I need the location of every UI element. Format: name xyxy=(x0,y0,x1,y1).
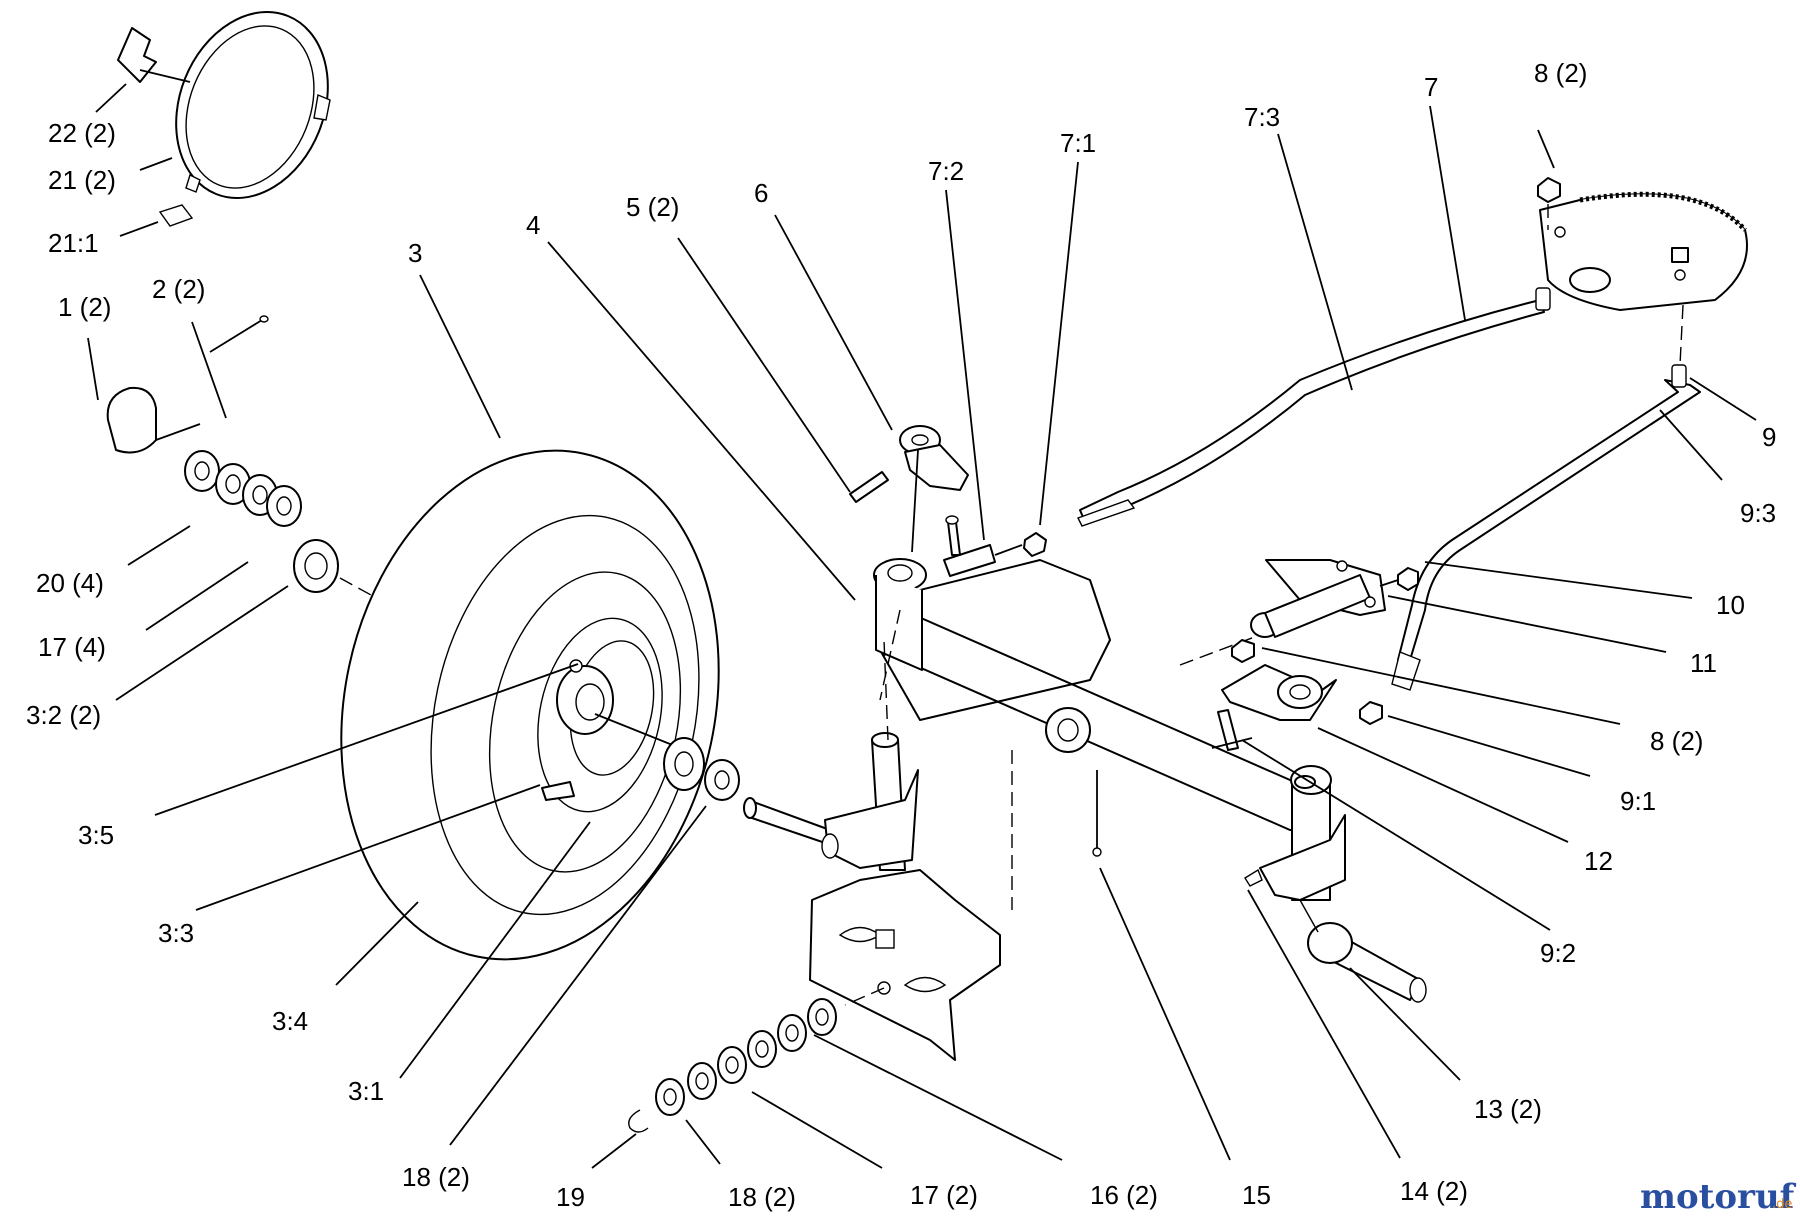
jam-nut xyxy=(1023,532,1047,557)
label-8-lower: 8 (2) xyxy=(1650,726,1703,756)
label-21-1: 21:1 xyxy=(48,228,99,258)
axle-mount-plate xyxy=(809,869,1001,1061)
hubcap-ring xyxy=(175,10,331,200)
label-22: 22 (2) xyxy=(48,118,116,148)
callout-labels: 22 (2) 21 (2) 21:1 1 (2) 2 (2) 20 (4) 17… xyxy=(26,58,1776,1212)
left-spindle xyxy=(743,732,919,871)
label-6: 6 xyxy=(754,178,768,208)
nut-drag-link xyxy=(1359,701,1383,725)
label-20: 20 (4) xyxy=(36,568,104,598)
label-2: 2 (2) xyxy=(152,274,205,304)
label-8-top: 8 (2) xyxy=(1534,58,1587,88)
label-3-3: 3:3 xyxy=(158,918,194,948)
label-3-4: 3:4 xyxy=(272,1006,308,1036)
label-18-left: 18 (2) xyxy=(402,1162,470,1192)
mount-bracket xyxy=(1250,559,1386,638)
hubcap-tab xyxy=(158,204,194,227)
label-17-left: 17 (4) xyxy=(38,632,106,662)
label-9-3: 9:3 xyxy=(1740,498,1776,528)
axle-bushing xyxy=(663,737,740,801)
label-21: 21 (2) xyxy=(48,165,116,195)
label-14: 14 (2) xyxy=(1400,1176,1468,1206)
tie-rod xyxy=(1077,287,1551,527)
label-10: 10 xyxy=(1716,590,1745,620)
steering-arm xyxy=(899,425,969,553)
wheel-tire xyxy=(340,449,720,961)
nut-lower xyxy=(1231,639,1255,663)
label-7-1: 7:1 xyxy=(1060,128,1096,158)
label-16: 16 (2) xyxy=(1090,1180,1158,1210)
label-3-5: 3:5 xyxy=(78,820,114,850)
watermark-logo: motoruf .de xyxy=(1640,1177,1797,1217)
label-3-2: 3:2 (2) xyxy=(26,700,101,730)
front-axle xyxy=(873,558,1321,831)
label-12: 12 xyxy=(1584,846,1613,876)
label-9-1: 9:1 xyxy=(1620,786,1656,816)
grease-fitting xyxy=(1244,868,1263,887)
drag-link xyxy=(1391,364,1701,691)
label-7: 7 xyxy=(1424,72,1438,102)
label-7-3: 7:3 xyxy=(1244,102,1280,132)
washer-stack-left xyxy=(184,450,339,593)
label-5: 5 (2) xyxy=(626,192,679,222)
right-steering-arm xyxy=(1211,664,1337,751)
wheel-cap xyxy=(106,386,157,454)
cotter-pin xyxy=(209,315,269,353)
label-4: 4 xyxy=(526,210,540,240)
label-9: 9 xyxy=(1762,422,1776,452)
label-17-bottom: 17 (2) xyxy=(910,1180,978,1210)
pivot-pin xyxy=(849,471,889,503)
watermark-tld: .de xyxy=(1772,1197,1792,1212)
label-1: 1 (2) xyxy=(58,292,111,322)
right-spindle xyxy=(1259,765,1427,1003)
label-13: 13 (2) xyxy=(1474,1094,1542,1124)
tie-rod-ball-joint xyxy=(943,515,996,577)
hubcap-clip xyxy=(117,27,191,83)
watermark-brand: motoruf xyxy=(1640,1177,1797,1217)
mount-bolt xyxy=(1379,567,1419,591)
label-11: 11 xyxy=(1690,648,1717,678)
label-15: 15 xyxy=(1242,1180,1271,1210)
label-7-2: 7:2 xyxy=(928,156,964,186)
label-3-1: 3:1 xyxy=(348,1076,384,1106)
leader-lines xyxy=(87,83,1757,1169)
washer-stack-bottom xyxy=(628,998,837,1133)
sector-gear xyxy=(1537,177,1748,311)
label-3: 3 xyxy=(408,238,422,268)
label-19: 19 xyxy=(556,1182,585,1212)
label-18-bottom: 18 (2) xyxy=(728,1182,796,1212)
label-9-2: 9:2 xyxy=(1540,938,1576,968)
